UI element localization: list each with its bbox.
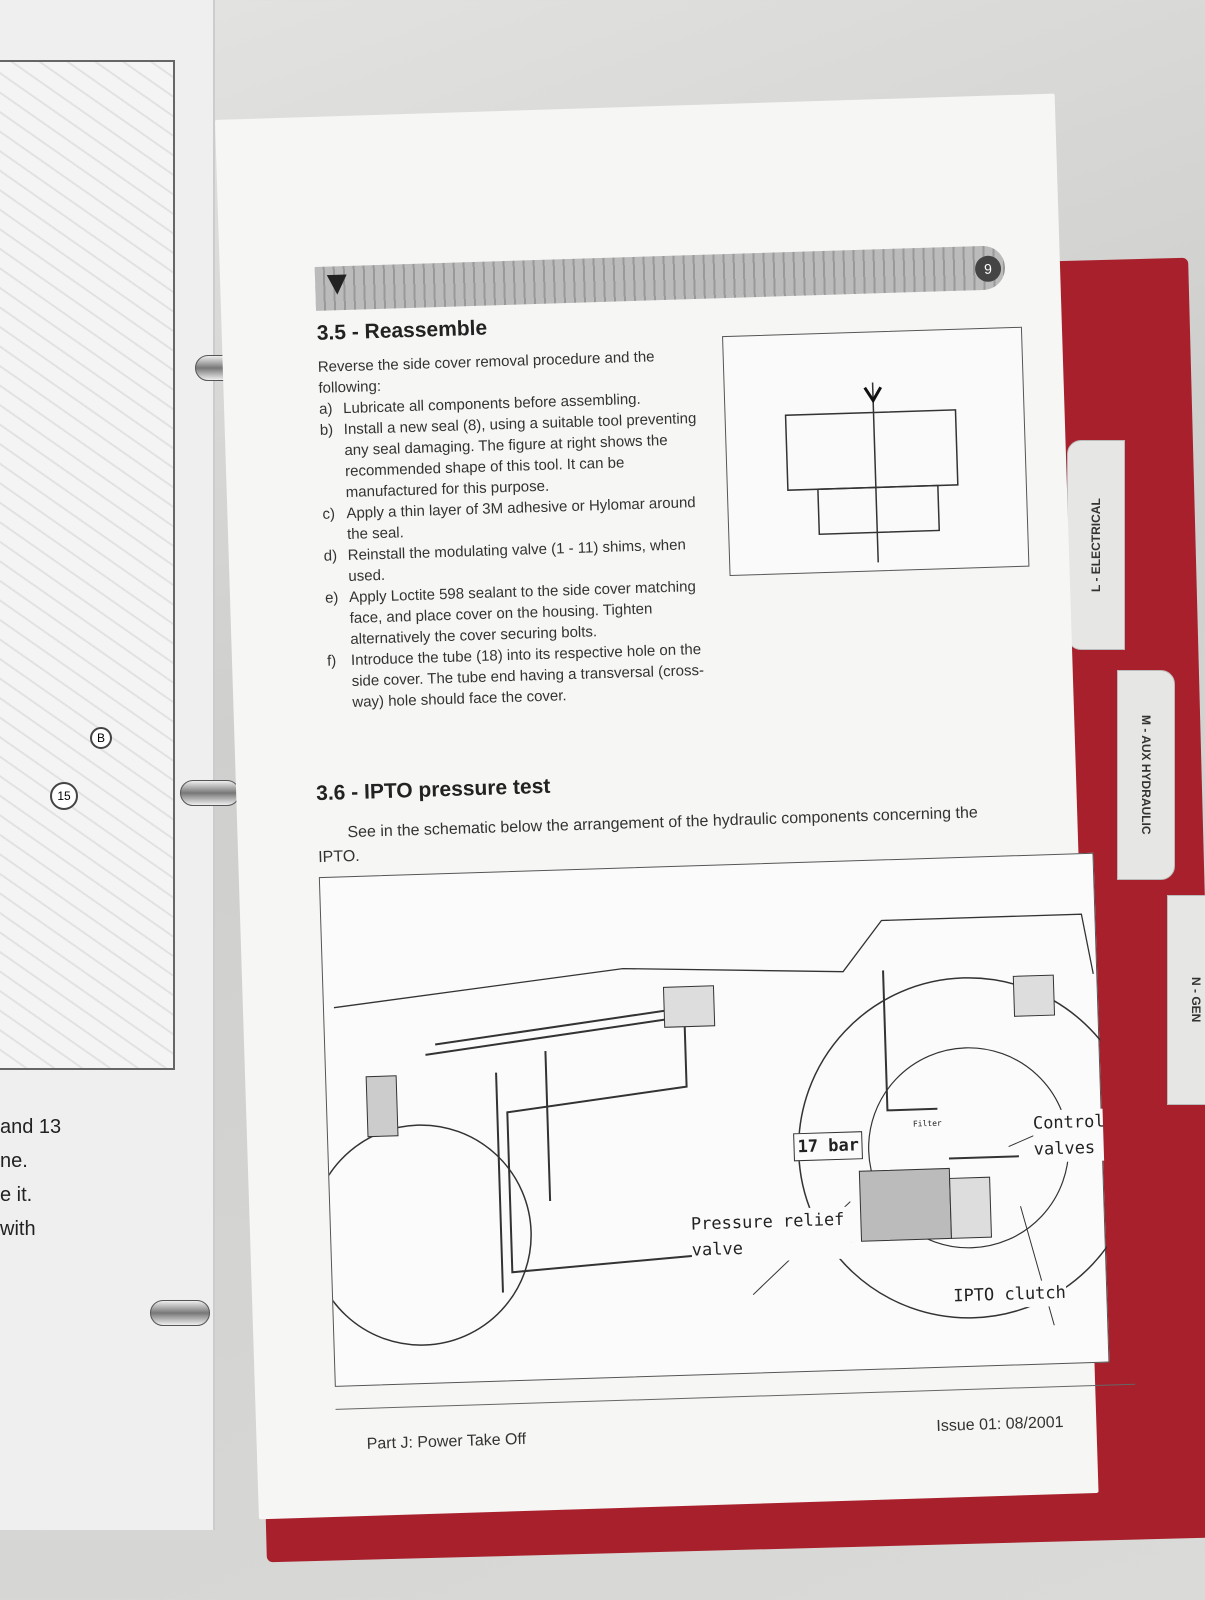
header-band	[314, 245, 1006, 311]
tab-electrical[interactable]: L - ELECTRICAL	[1067, 440, 1125, 650]
left-page-illustration: 15 B	[0, 60, 175, 1070]
list-item: f) Introduce the tube (18) into its respe…	[327, 638, 724, 713]
seal-tool-figure	[722, 326, 1030, 577]
item-mark: e)	[324, 589, 339, 607]
item-mark: d)	[323, 547, 338, 565]
callout-15: 15	[50, 782, 78, 810]
left-page-text: and 13 ne. e it. with	[0, 1110, 61, 1246]
section-title-ipto: 3.6 - IPTO pressure test	[315, 774, 551, 806]
item-text: Apply Loctite 598 sealant to the side co…	[348, 578, 697, 648]
ipto-clutch-label: IPTO clutch	[952, 1279, 1067, 1310]
item-mark: c)	[322, 505, 336, 523]
footer-part: Part J: Power Take Off	[366, 1430, 527, 1453]
left-page: 15 B and 13 ne. e it. with	[0, 0, 215, 1530]
pressure-label: 17 bar	[793, 1131, 864, 1162]
reassemble-body: Reverse the side cover removal procedure…	[317, 344, 723, 713]
binder-ring	[150, 1300, 210, 1326]
callout-b: B	[90, 727, 112, 749]
left-line: ne.	[0, 1150, 28, 1172]
tractor-schematic-drawing	[319, 913, 1111, 1346]
tab-aux-hydraulic[interactable]: M - AUX HYDRAULIC	[1117, 670, 1175, 880]
item-text: Introduce the tube (18) into its respect…	[350, 640, 705, 711]
list-item: b) Install a new seal (8), using a suitab…	[319, 407, 716, 503]
item-text: Install a new seal (8), using a suitable…	[343, 410, 697, 502]
binder-ring	[180, 780, 240, 806]
footer-issue: Issue 01: 08/2001	[936, 1413, 1064, 1435]
ipto-hydraulic-schematic: 17 bar Pressure relief valve Control val…	[318, 852, 1111, 1387]
seal-tool-drawing	[784, 382, 959, 563]
item-mark: b)	[319, 421, 334, 439]
footer-rule	[335, 1383, 1136, 1410]
item-mark: f)	[326, 652, 337, 670]
section-title-reassemble: 3.5 - Reassemble	[316, 316, 488, 345]
control-valves-label: Control valves	[1032, 1108, 1105, 1163]
manual-page: ▼ 9 3.5 - Reassemble Reverse the side co…	[215, 93, 1136, 1520]
tab-gen[interactable]: N - GEN	[1167, 895, 1205, 1105]
item-mark: a)	[318, 400, 333, 418]
brand-logo-icon: ▼	[319, 263, 355, 303]
left-line: e it.	[0, 1184, 33, 1206]
filter-label: Filter	[912, 1118, 942, 1130]
pressure-relief-label: Pressure relief valve	[690, 1206, 853, 1264]
left-line: and 13	[0, 1116, 62, 1138]
left-line: with	[0, 1218, 36, 1240]
